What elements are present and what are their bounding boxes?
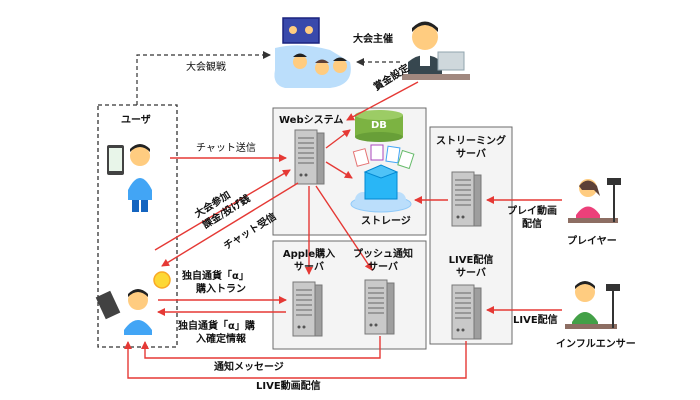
notify-label: 通知メッセージ [214, 362, 284, 373]
live-delivery-label: LIVE動画配信 [256, 381, 321, 392]
prize-arrow [346, 81, 419, 121]
spectators-screen-icon [274, 17, 351, 88]
web-system-label: Webシステム [279, 115, 344, 126]
storage-label: ストレージ [361, 216, 411, 227]
smartphone-user-icon [107, 144, 152, 212]
streaming-label-2: サーバ [456, 149, 486, 160]
currency-buy-label-2: 購入トラン [196, 284, 246, 295]
db-label: DB [371, 120, 387, 131]
storage-cloud-icon [350, 164, 412, 213]
live-stream-label: LIVE配信 [513, 315, 558, 326]
files-icon [352, 144, 415, 170]
push-server-icon [364, 279, 395, 335]
web-to-storage-arrow [325, 161, 353, 179]
push-label-1: プッシュ通知 [353, 249, 413, 260]
live-server-label-1: LIVE配信 [448, 255, 494, 266]
chat-send-label: チャット送信 [196, 143, 256, 154]
notify-arrow [141, 336, 381, 359]
influencer-label: インフルエンサー [556, 339, 636, 350]
player-video-label-2: 配信 [522, 219, 542, 230]
currency-confirm-label-1: 独自通貨「α」購 [178, 321, 255, 332]
live-server-label-2: サーバ [456, 268, 486, 279]
apple-label-1: Apple購入 [282, 249, 336, 260]
join-pay-arrow [154, 169, 291, 251]
player-person-icon [568, 178, 621, 223]
user-box [97, 104, 178, 348]
organizer-label: 大会主催 [353, 34, 393, 45]
watch-arrow [136, 51, 271, 105]
influencer-person-icon [565, 281, 620, 329]
chat-receive-arrow [161, 182, 299, 267]
streaming-server-icon [451, 171, 482, 227]
push-label-2: サーバ [368, 262, 398, 273]
web-server-icon [294, 129, 325, 185]
watch-label: 大会観戦 [186, 62, 226, 73]
player-video-label-1: プレイ動画 [507, 206, 557, 217]
db-cylinder-icon [355, 110, 403, 142]
organizer-person-icon [402, 21, 470, 80]
apple-label-2: サーバ [294, 262, 324, 273]
tablet-user-icon [95, 289, 152, 335]
apple-server-icon [292, 281, 323, 337]
live-delivery-arrow [124, 341, 467, 379]
currency-buy-label-1: 独自通貨「α」 [182, 271, 249, 282]
coin-icon [153, 271, 171, 289]
currency-confirm-label-2: 入確定情報 [196, 334, 246, 345]
streaming-label-1: ストリーミング [436, 136, 506, 147]
player-label: プレイヤー [567, 236, 617, 247]
web-to-push-arrow [315, 185, 373, 271]
web-to-db-arrow [325, 129, 351, 149]
user-box-title: ユーザ [121, 115, 151, 126]
live-server-icon [451, 284, 482, 340]
